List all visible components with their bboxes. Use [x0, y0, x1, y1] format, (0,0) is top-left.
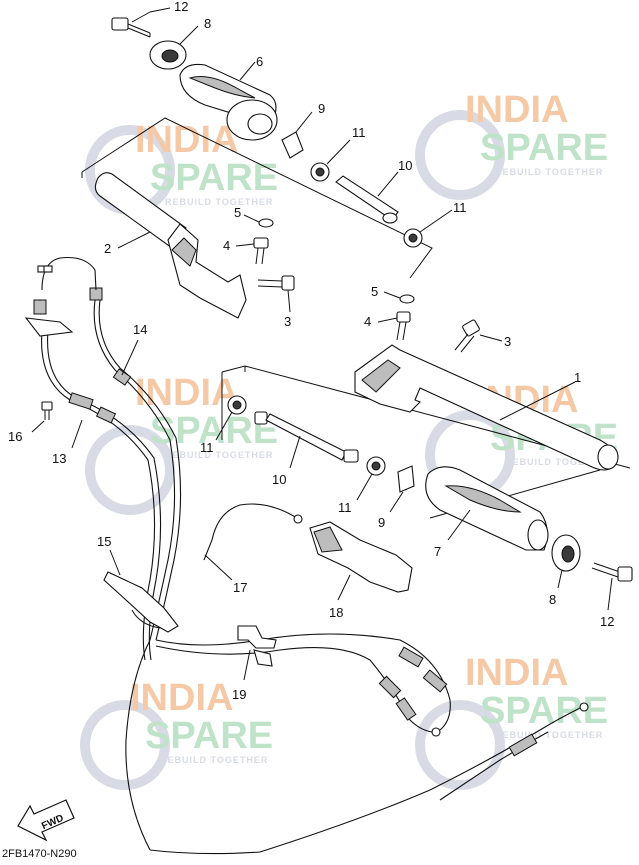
part-2-handlebar-left: [94, 172, 247, 319]
part-3-bolt-top: [257, 275, 295, 313]
label-12-top: 12: [174, 0, 188, 14]
label-14: 14: [133, 322, 147, 337]
label-9-top: 9: [318, 101, 325, 116]
label-6: 6: [256, 54, 263, 69]
label-8-top: 8: [204, 16, 211, 31]
label-19: 19: [232, 687, 246, 702]
part-18-switch-housing: [309, 521, 413, 601]
part-1-handlebar-right: [354, 344, 619, 471]
part-10-tube-lower: [254, 411, 359, 469]
watermark-line2: SPARE: [480, 127, 608, 169]
watermark-line1: INDIA: [135, 119, 238, 161]
label-8-lower: 8: [549, 592, 556, 607]
part-14-throttle-cable: [89, 287, 182, 641]
label-4-top: 4: [223, 238, 230, 253]
part-9-guide-top: [281, 111, 313, 159]
label-11-lower-a: 11: [200, 440, 214, 455]
part-12-screw-top: [111, 7, 171, 38]
part-3-bolt-lower: [454, 319, 503, 353]
label-4-lower: 4: [364, 314, 371, 329]
part-13-throttle-cable: [24, 299, 162, 661]
upper-assembly-frame: [81, 117, 433, 279]
part-10-tube-top: [335, 171, 399, 224]
label-15: 15: [97, 534, 111, 549]
part-15-clamp: [103, 549, 179, 633]
part-9-guide-lower: [389, 465, 415, 513]
watermark-tagline: REBUILD TOGETHER: [495, 167, 603, 177]
label-5-top: 5: [234, 205, 241, 220]
part-7-throttle-grip: [425, 466, 549, 551]
watermark-tagline: REBUILD TOGETHER: [495, 730, 603, 740]
label-18: 18: [329, 605, 343, 620]
watermark-bottom-left: INDIA SPARE REBUILD TOGETHER: [80, 677, 273, 790]
watermark-line1: INDIA: [135, 372, 238, 414]
watermark-tagline: REBUILD TOGETHER: [160, 755, 268, 765]
part-11-collar-lower-b: [356, 456, 386, 501]
watermark-bottom-right: INDIA SPARE REBUILD TOGETHER: [415, 652, 608, 790]
part-11-collar-top-a: [310, 139, 351, 182]
label-3-top: 3: [284, 314, 291, 329]
watermark-tagline: REBUILD TOGETHER: [505, 457, 613, 467]
label-13: 13: [52, 451, 66, 466]
label-9-lower: 9: [378, 515, 385, 530]
cable-heads-top: [37, 256, 97, 291]
label-3-lower: 3: [504, 334, 511, 349]
label-1: 1: [574, 370, 581, 385]
part-4-bolt-lower: [377, 311, 411, 341]
part-8-bar-end-top: [149, 25, 199, 70]
part-17-cable: [203, 503, 303, 581]
watermark-top-right: INDIA SPARE REBUILD TOGETHER: [415, 89, 608, 200]
label-17: 17: [233, 580, 247, 595]
watermark-tagline: REBUILD TOGETHER: [165, 450, 273, 460]
label-2: 2: [104, 241, 111, 256]
watermark-line1: INDIA: [465, 652, 568, 694]
wrench-icon: [80, 700, 170, 790]
label-16: 16: [8, 429, 22, 444]
watermark-line2: SPARE: [150, 157, 278, 199]
part-12-screw-lower: [591, 562, 633, 611]
long-cables: [125, 633, 589, 855]
label-12-lower: 12: [600, 614, 614, 629]
label-10-lower: 10: [272, 472, 286, 487]
part-4-bolt-top: [235, 237, 269, 265]
part-6-grip-top: [179, 61, 278, 141]
part-5-washer-lower: [383, 291, 415, 304]
watermark-line1: INDIA: [130, 677, 233, 719]
part-16-bolt: [31, 401, 53, 433]
wrench-icon: [415, 110, 505, 200]
wrench-icon: [85, 425, 175, 515]
wrench-icon: [415, 700, 505, 790]
label-7: 7: [434, 544, 441, 559]
diagram-code: 2FB1470-N290: [2, 848, 77, 860]
label-11-lower-b: 11: [338, 500, 352, 515]
label-10-top: 10: [398, 158, 412, 173]
part-19-clip: [237, 625, 277, 681]
watermark-middle-left: INDIA SPARE REBUILD TOGETHER: [85, 372, 278, 515]
watermark-line2: SPARE: [480, 690, 608, 732]
part-8-bar-end-lower: [551, 534, 581, 589]
watermark-tagline: REBUILD TOGETHER: [165, 197, 273, 207]
watermark-line2: SPARE: [145, 715, 273, 757]
label-11-top-b: 11: [453, 200, 467, 215]
part-11-collar-lower-a: [215, 395, 247, 441]
label-5-lower: 5: [371, 284, 378, 299]
part-11-collar-top-b: [403, 209, 453, 248]
part-5-washer-top: [243, 214, 274, 228]
fwd-arrow-icon: FWD: [17, 799, 75, 842]
label-11-top-a: 11: [352, 125, 366, 140]
watermark-line1: INDIA: [465, 89, 568, 131]
